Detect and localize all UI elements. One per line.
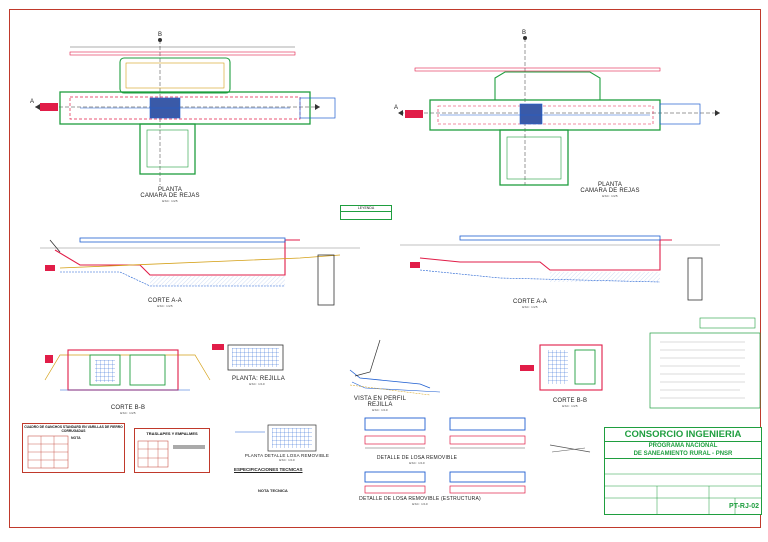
title-block-program-line2: DE SANEAMIENTO RURAL - PNSR bbox=[633, 451, 733, 457]
title-block-program: PROGRAMA NACIONAL DE SANEAMIENTO RURAL -… bbox=[605, 442, 761, 459]
losa-removible-title-main: PLANTA DETALLE LOSA REMOVIBLE bbox=[244, 453, 330, 458]
detalle-losa-title: DETALLE DE LOSA REMOVIBLE ESC: 1/10 bbox=[362, 455, 472, 465]
sheet-frame bbox=[9, 9, 761, 528]
legend-title: LEYENDA bbox=[341, 206, 391, 212]
traslapes-table: TRASLAPES Y EMPALMES bbox=[134, 428, 210, 473]
detalle-losa-estructura-title-main: DETALLE DE LOSA REMOVIBLE (ESTRUCTURA) bbox=[359, 496, 481, 502]
nota-tecnica-title: NOTA TECNICA bbox=[258, 488, 288, 493]
section-bb-left-title-main: CORTE B-B bbox=[110, 405, 146, 411]
spec-box bbox=[649, 317, 761, 409]
vista-perfil-title: VISTA EN PERFIL REJILLA ESC: 1/10 bbox=[350, 396, 410, 412]
detalle-losa bbox=[364, 417, 526, 494]
detalle-losa-title-main: DETALLE DE LOSA REMOVIBLE bbox=[376, 455, 458, 461]
detalle-losa-estructura-scale: ESC: 1/10 bbox=[412, 502, 428, 506]
section-aa-left bbox=[40, 237, 360, 306]
vista-perfil-title-sub: REJILLA bbox=[367, 402, 393, 408]
section-aa-right bbox=[400, 235, 720, 301]
plan-right bbox=[400, 38, 720, 186]
losa-removible-plan bbox=[235, 424, 317, 452]
ganchos-note-label: NOTA bbox=[71, 436, 81, 440]
especificaciones-title: ESPECIFICACIONES TECNICAS bbox=[234, 467, 303, 472]
title-block: CONSORCIO INGENIERIA PROGRAMA NACIONAL D… bbox=[604, 427, 762, 515]
plan-rejilla-scale: ESC: 1/10 bbox=[249, 382, 265, 386]
stamp bbox=[549, 444, 591, 453]
section-bb-left bbox=[44, 349, 211, 391]
section-bb-right-title-main: CORTE B-B bbox=[552, 398, 588, 404]
title-block-sheet: PT-RJ-02 bbox=[729, 503, 759, 510]
section-bb-left-title: CORTE B-B ESC: 1/25 bbox=[108, 405, 148, 415]
plan-left-title-sub: CAMARA DE REJAS bbox=[140, 193, 200, 199]
marker-b-left: B bbox=[158, 32, 163, 38]
vista-perfil-scale: ESC: 1/10 bbox=[372, 408, 388, 412]
vista-perfil-title-main: VISTA EN PERFIL bbox=[353, 396, 407, 402]
marker-a-left: A bbox=[30, 99, 35, 105]
plan-right-title-sub: CAMARA DE REJAS bbox=[580, 188, 640, 194]
title-block-grid bbox=[605, 473, 761, 515]
ganchos-table-title: CUADRO DE GANCHOS STANDARD EN VARILLAS D… bbox=[24, 425, 123, 433]
section-aa-right-title: CORTE A-A ESC: 1/25 bbox=[505, 299, 555, 309]
ganchos-table: CUADRO DE GANCHOS STANDARD EN VARILLAS D… bbox=[22, 423, 125, 473]
traslapes-table-title: TRASLAPES Y EMPALMES bbox=[146, 431, 198, 436]
plan-right-scale: ESC: 1/25 bbox=[602, 194, 618, 198]
plan-rejilla bbox=[212, 344, 284, 371]
section-aa-right-scale: ESC: 1/25 bbox=[522, 305, 538, 309]
detalle-losa-estructura-title: DETALLE DE LOSA REMOVIBLE (ESTRUCTURA) E… bbox=[355, 496, 485, 506]
traslapes-table-grid bbox=[137, 440, 205, 468]
plan-right-title: PLANTA CAMARA DE REJAS ESC: 1/25 bbox=[580, 182, 640, 198]
section-bb-left-scale: ESC: 1/25 bbox=[120, 411, 136, 415]
section-bb-right-scale: ESC: 1/25 bbox=[562, 404, 578, 408]
plan-rejilla-title-main: PLANTA: REJILLA bbox=[232, 376, 285, 382]
ganchos-table-grid bbox=[27, 435, 69, 469]
section-aa-left-scale: ESC: 1/25 bbox=[157, 304, 173, 308]
section-bb-right-title: CORTE B-B ESC: 1/25 bbox=[550, 398, 590, 408]
marker-b-right: B bbox=[522, 30, 527, 36]
plan-left bbox=[35, 40, 336, 185]
legend: LEYENDA bbox=[340, 205, 392, 220]
losa-removible-title: PLANTA DETALLE LOSA REMOVIBLE ESC: 1/10 bbox=[232, 453, 342, 462]
section-aa-left-title: CORTE A-A ESC: 1/25 bbox=[140, 298, 190, 308]
detalle-losa-scale: ESC: 1/10 bbox=[409, 461, 425, 465]
section-markers bbox=[35, 36, 720, 116]
title-block-program-line1: PROGRAMA NACIONAL bbox=[648, 443, 718, 449]
plan-right-title-main: PLANTA bbox=[597, 182, 623, 188]
title-block-company: CONSORCIO INGENIERIA bbox=[605, 428, 761, 442]
section-bb-right bbox=[520, 344, 603, 391]
plan-left-title: PLANTA CAMARA DE REJAS ESC: 1/25 bbox=[140, 187, 200, 203]
losa-removible-scale: ESC: 1/10 bbox=[279, 458, 295, 462]
marker-a-right: A bbox=[394, 105, 399, 111]
vista-perfil-rejilla bbox=[349, 339, 441, 396]
plan-rejilla-title: PLANTA: REJILLA ESC: 1/10 bbox=[232, 376, 285, 386]
plan-left-scale: ESC: 1/25 bbox=[162, 199, 178, 203]
section-aa-right-title-main: CORTE A-A bbox=[512, 299, 548, 305]
plan-left-title-main: PLANTA bbox=[157, 187, 183, 193]
section-aa-left-title-main: CORTE A-A bbox=[147, 298, 183, 304]
